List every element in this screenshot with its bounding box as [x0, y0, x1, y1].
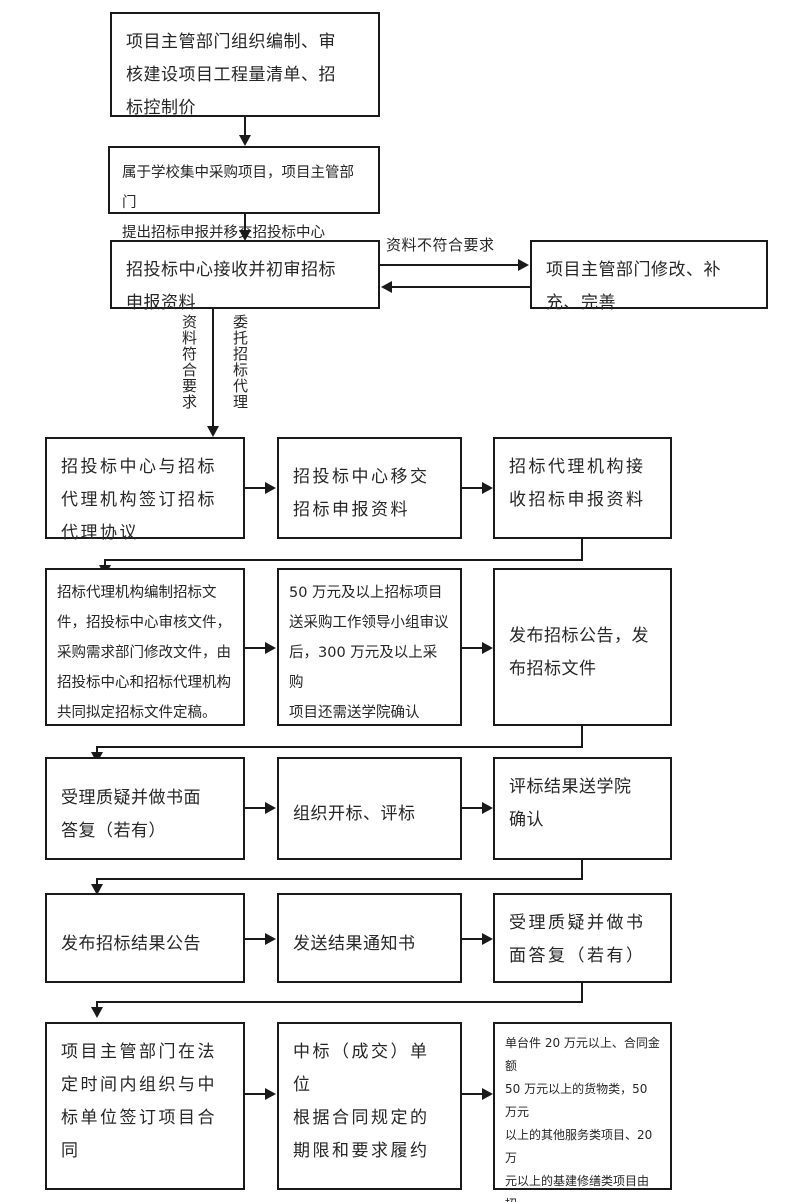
connector-row6-row7-run — [96, 878, 583, 880]
connector-n14-n15-line — [245, 938, 265, 940]
connector-n6-n7-line — [462, 487, 482, 489]
connector-n11-n12-arrowhead — [265, 802, 276, 814]
flow-node-n4[interactable]: 项目主管部门修改、补 充、完善 — [530, 240, 768, 313]
connector-n8-n9-arrowhead — [265, 642, 276, 654]
flow-node-n8-label: 招标代理机构编制招标文 件，招投标中心审核文件， 采购需求部门修改文件，由 招投… — [57, 585, 231, 721]
flow-node-n15-label: 发送结果通知书 — [293, 933, 416, 954]
flow-node-n7-label: 招标代理机构接 收招标申报资料 — [509, 457, 646, 510]
flow-node-n12-label: 组织开标、评标 — [293, 804, 416, 824]
connector-row7-row8-run — [96, 1001, 583, 1003]
connector-row4-row5-run — [104, 559, 583, 561]
flow-node-n11[interactable]: 受理质疑并做书面 答复（若有） — [45, 757, 245, 860]
flow-node-n12[interactable]: 组织开标、评标 — [277, 757, 462, 860]
flow-node-n9[interactable]: 50 万元及以上招标项目 送采购工作领导小组审议 后，300 万元及以上采购 项… — [277, 568, 462, 726]
flow-node-n19-label: 单台件 20 万元以上、合同金额 50 万元以上的货物类，50 万元 以上的其他… — [505, 1036, 660, 1202]
flow-node-n5-label: 招投标中心与招标 代理机构签订招标 代理协议 — [61, 457, 217, 543]
connector-n5-n6-arrowhead — [265, 482, 276, 494]
connector-n2-n3-arrowhead — [239, 230, 251, 241]
flow-node-n18-label: 中标（成交）单位 根据合同规定的 期限和要求履约 — [293, 1042, 430, 1161]
flow-node-n5[interactable]: 招投标中心与招标 代理机构签订招标 代理协议 — [45, 437, 245, 543]
connector-n17-n18-line — [245, 1093, 265, 1095]
flow-node-n10[interactable]: 发布招标公告，发 布招标文件 — [493, 568, 672, 726]
flow-node-n4-label: 项目主管部门修改、补 充、完善 — [546, 260, 721, 313]
flow-node-n7[interactable]: 招标代理机构接 收招标申报资料 — [493, 437, 672, 539]
flow-node-n3[interactable]: 招投标中心接收并初审招标 申报资料 — [110, 240, 380, 313]
flow-node-n2-label: 属于学校集中采购项目，项目主管部门 提出招标申报并移交招投标中心 — [122, 165, 354, 241]
connector-n2-n3-line — [244, 214, 246, 236]
connector-n14-n15-arrowhead — [265, 933, 276, 945]
flow-node-n3-label: 招投标中心接收并初审招标 申报资料 — [126, 260, 336, 313]
connector-n5-n6-line — [245, 487, 265, 489]
connector-n12-n13-arrowhead — [482, 802, 493, 814]
flow-node-n13-label: 评标结果送学院 确认 — [509, 777, 632, 830]
connector-row7-row8-stem — [581, 983, 583, 1003]
flow-node-n14[interactable]: 发布招标结果公告 — [45, 893, 245, 983]
edge-label-accept: 资料符合要求 — [180, 314, 198, 410]
flow-node-n14-label: 发布招标结果公告 — [61, 933, 201, 954]
connector-row4-row5-stem — [581, 539, 583, 561]
connector-n1-n2-line — [244, 117, 246, 141]
connector-row5-row6-stem — [581, 726, 583, 748]
flow-node-n9-label: 50 万元及以上招标项目 送采购工作领导小组审议 后，300 万元及以上采购 项… — [289, 585, 449, 721]
flow-node-n2[interactable]: 属于学校集中采购项目，项目主管部门 提出招标申报并移交招投标中心 — [108, 146, 380, 241]
flow-node-n1[interactable]: 项目主管部门组织编制、审 核建设项目工程量清单、招 标控制价 — [110, 12, 380, 118]
connector-n3-n5-line — [212, 309, 214, 434]
connector-row7-row8-arrowhead — [91, 1007, 103, 1018]
connector-n4-n3-line — [392, 286, 530, 288]
flow-node-n18[interactable]: 中标（成交）单位 根据合同规定的 期限和要求履约 — [277, 1022, 462, 1190]
flow-node-n6-label: 招投标中心移交 招标申报资料 — [293, 467, 430, 520]
connector-row6-row7-stem — [581, 860, 583, 880]
flow-node-n6[interactable]: 招投标中心移交 招标申报资料 — [277, 437, 462, 539]
flow-node-n16[interactable]: 受理质疑并做书 面答复（若有） — [493, 893, 672, 983]
connector-n17-n18-arrowhead — [265, 1088, 276, 1100]
connector-row5-row6-run — [96, 746, 583, 748]
flow-node-n11-label: 受理质疑并做书面 答复（若有） — [61, 787, 201, 841]
flow-node-n13[interactable]: 评标结果送学院 确认 — [493, 757, 672, 860]
flow-node-n16-label: 受理质疑并做书 面答复（若有） — [509, 913, 646, 966]
flow-node-n1-label: 项目主管部门组织编制、审 核建设项目工程量清单、招 标控制价 — [126, 32, 336, 118]
connector-n4-n3-arrowhead — [381, 281, 392, 293]
connector-n8-n9-line — [245, 647, 265, 649]
flow-node-n15[interactable]: 发送结果通知书 — [277, 893, 462, 983]
connector-n12-n13-line — [462, 807, 482, 809]
connector-n3-n4-arrowhead — [518, 259, 529, 271]
connector-n9-n10-line — [462, 647, 482, 649]
connector-n1-n2-arrowhead — [239, 135, 251, 146]
connector-n6-n7-arrowhead — [482, 482, 493, 494]
connector-n3-n4-line — [380, 264, 518, 266]
connector-n15-n16-arrowhead — [482, 933, 493, 945]
flow-node-n17[interactable]: 项目主管部门在法 定时间内组织与中 标单位签订项目合 同 — [45, 1022, 245, 1190]
connector-n15-n16-line — [462, 938, 482, 940]
edge-label-reject: 资料不符合要求 — [386, 236, 495, 254]
flow-node-n10-label: 发布招标公告，发 布招标文件 — [509, 626, 649, 679]
connector-n3-n5-arrowhead — [207, 426, 219, 437]
connector-n9-n10-arrowhead — [482, 642, 493, 654]
connector-row6-row7-arrowhead — [91, 884, 103, 895]
flow-node-n8[interactable]: 招标代理机构编制招标文 件，招投标中心审核文件， 采购需求部门修改文件，由 招投… — [45, 568, 245, 726]
connector-n18-n19-line — [462, 1093, 482, 1095]
flow-node-n19[interactable]: 单台件 20 万元以上、合同金额 50 万元以上的货物类，50 万元 以上的其他… — [493, 1022, 672, 1202]
flow-node-n17-label: 项目主管部门在法 定时间内组织与中 标单位签订项目合 同 — [61, 1042, 217, 1161]
edge-label-delegate: 委托招标代理 — [231, 314, 249, 410]
connector-n18-n19-arrowhead — [482, 1088, 493, 1100]
connector-n11-n12-line — [245, 807, 265, 809]
